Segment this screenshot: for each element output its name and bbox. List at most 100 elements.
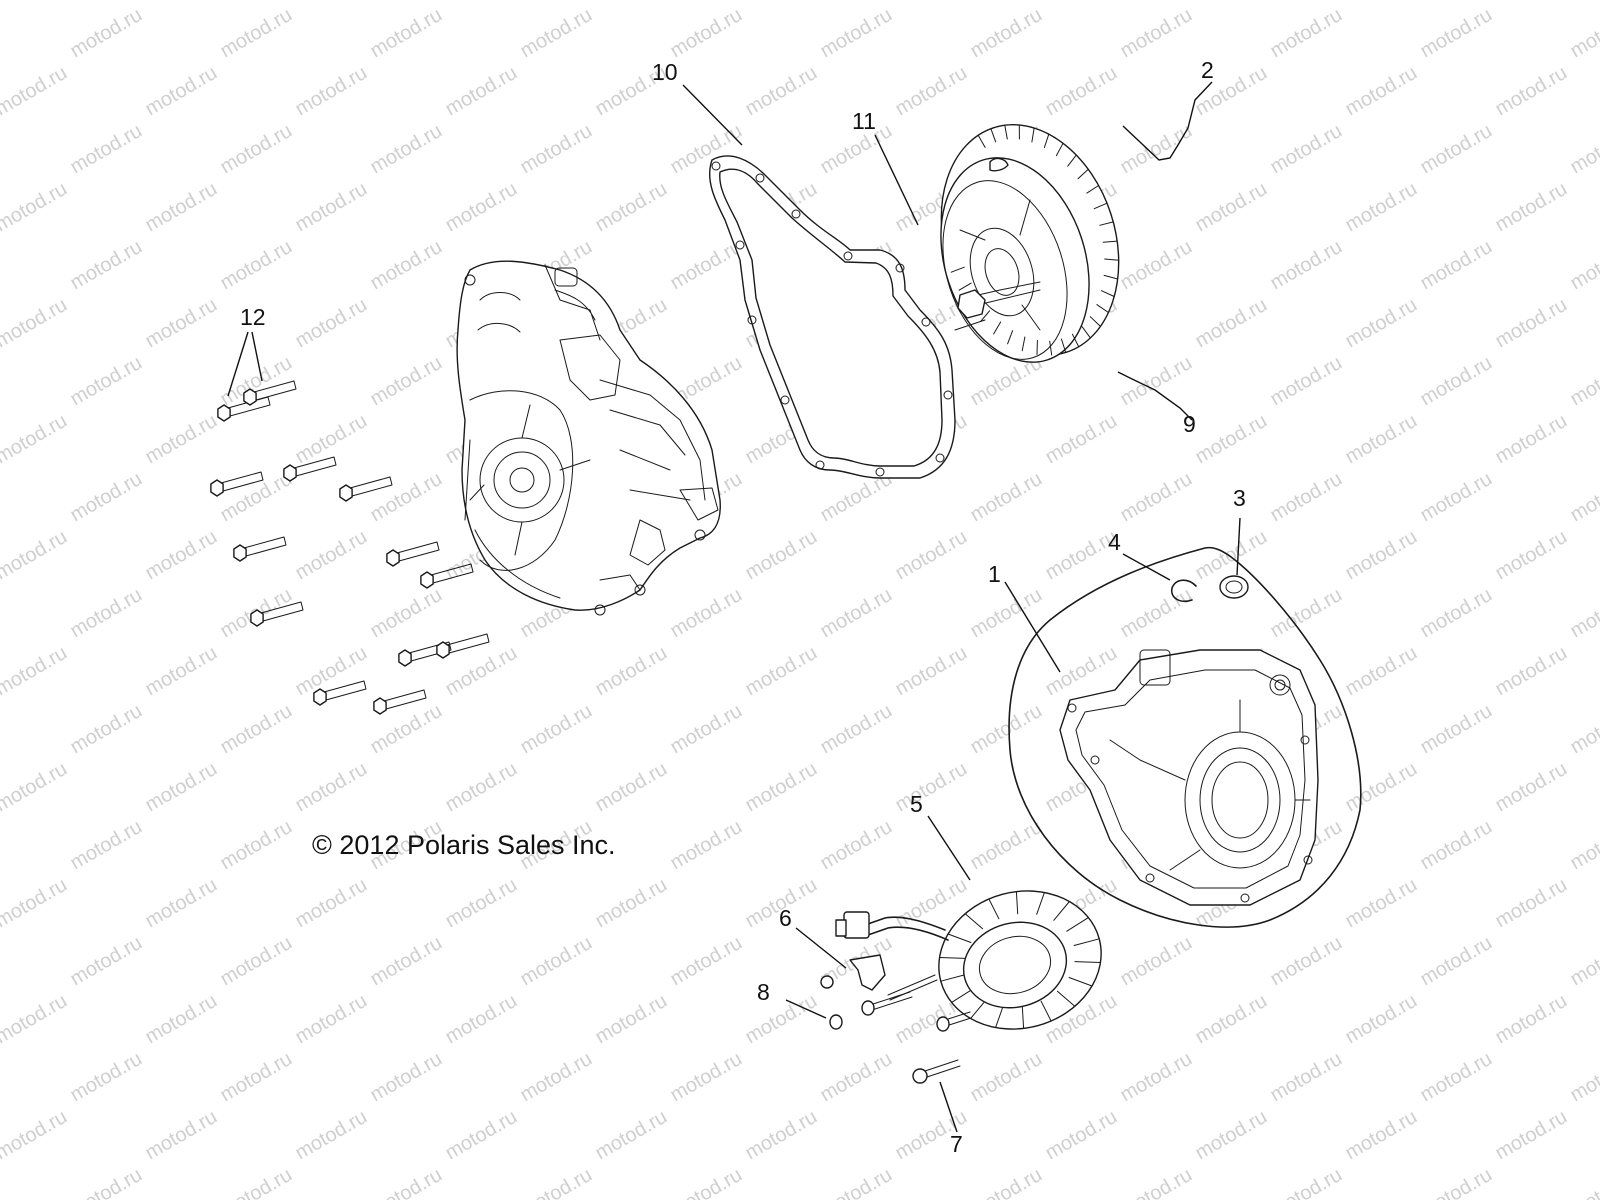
watermark-text: motod.ru [1192, 1106, 1271, 1165]
watermark-text: motod.ru [1192, 990, 1271, 1049]
watermark-text: motod.ru [292, 178, 371, 237]
stator-tooth [1040, 1000, 1052, 1022]
callout-5: 5 [910, 791, 923, 817]
bolt-head [339, 484, 353, 502]
watermark-text: motod.ru [367, 120, 446, 179]
watermark-text: motod.ru [1342, 62, 1421, 121]
watermark-text: motod.ru [1417, 584, 1496, 643]
bolt-shaft [396, 541, 440, 562]
bolt-shaft [293, 456, 337, 477]
watermark-text: motod.ru [1117, 4, 1196, 63]
watermark-text: motod.ru [1492, 62, 1571, 121]
watermark-text: motod.ru [1117, 352, 1196, 411]
watermark-text: motod.ru [892, 0, 971, 4]
watermark-text: motod.ru [0, 0, 71, 4]
callout-4: 4 [1108, 529, 1121, 555]
bolt-head [436, 641, 450, 659]
watermark-text: motod.ru [142, 990, 221, 1049]
stator-tooth [940, 974, 967, 982]
watermark-text: motod.ru [67, 584, 146, 643]
watermark-text: motod.ru [1417, 468, 1496, 527]
watermark-text: motod.ru [817, 816, 896, 875]
stator-tooth [964, 913, 984, 930]
watermark-text: motod.ru [367, 352, 446, 411]
bolt-shaft [243, 536, 287, 557]
stator-tooth [947, 933, 972, 943]
watermark-text: motod.ru [0, 990, 71, 1049]
watermark-text: motod.ru [67, 816, 146, 875]
callout-1: 1 [988, 561, 1001, 587]
stator-tooth [1021, 1005, 1025, 1029]
flywheel-slot [1071, 333, 1080, 348]
flywheel-slot [1102, 240, 1118, 243]
bolt-head [398, 649, 412, 667]
watermark-text: motod.ru [667, 1164, 746, 1200]
key-drawing [989, 157, 1009, 172]
watermark-text: motod.ru [1417, 932, 1496, 991]
watermark-text: motod.ru [1567, 932, 1600, 991]
watermark-text: motod.ru [1492, 642, 1571, 701]
bolt-head [233, 544, 247, 562]
stator-drawing [820, 890, 1102, 1084]
watermark-text: motod.ru [967, 468, 1046, 527]
watermark-text: motod.ru [142, 62, 221, 121]
flywheel-slot [1093, 202, 1108, 210]
watermark-text: motod.ru [0, 294, 71, 353]
watermark-text: motod.ru [1342, 178, 1421, 237]
watermark-text: motod.ru [142, 526, 221, 585]
flywheel-slot [958, 282, 972, 291]
watermark-text: motod.ru [1567, 468, 1600, 527]
bolt-shaft [260, 601, 304, 622]
watermark-text: motod.ru [367, 4, 446, 63]
watermark-text: motod.ru [367, 1048, 446, 1107]
callout-10: 10 [652, 59, 678, 85]
watermark-text: motod.ru [1492, 874, 1571, 933]
watermark-text: motod.ru [217, 120, 296, 179]
watermark-text: motod.ru [592, 1106, 671, 1165]
stator-tooth [951, 988, 974, 1003]
flywheel-slot [1021, 336, 1026, 352]
callout-2: 2 [1201, 57, 1214, 83]
watermark-text: motod.ru [1567, 120, 1600, 179]
watermark-text: motod.ru [592, 758, 671, 817]
watermark-text: motod.ru [142, 1106, 221, 1165]
watermark-text: motod.ru [142, 758, 221, 817]
watermark-text: motod.ru [67, 352, 146, 411]
watermark-text: motod.ru [592, 0, 671, 4]
watermark-text: motod.ru [1492, 990, 1571, 1049]
watermark-text: motod.ru [1267, 120, 1346, 179]
callout-8: 8 [757, 979, 770, 1005]
watermark-text: motod.ru [967, 1048, 1046, 1107]
flywheel-slot [1055, 142, 1064, 157]
bolt-head [210, 479, 224, 497]
watermark-text: motod.ru [142, 874, 221, 933]
watermark-text: motod.ru [217, 1048, 296, 1107]
flywheel-slot [1104, 258, 1120, 261]
bolt-head [217, 404, 231, 422]
copyright-notice: © 2012 Polaris Sales Inc. [312, 830, 616, 860]
watermark-text: motod.ru [1417, 1048, 1496, 1107]
watermark-text: motod.ru [892, 526, 971, 585]
flywheel-slot [977, 134, 986, 148]
watermark-text: motod.ru [1567, 236, 1600, 295]
callout-3: 3 [1233, 485, 1246, 511]
watermark-text: motod.ru [1342, 0, 1421, 4]
watermark-text: motod.ru [817, 4, 896, 63]
watermark-text: motod.ru [592, 874, 671, 933]
watermark-text: motod.ru [217, 932, 296, 991]
watermark-text: motod.ru [1267, 236, 1346, 295]
stator-tooth [995, 1005, 1004, 1028]
stator-tooth [988, 898, 1000, 920]
watermark-text: motod.ru [892, 642, 971, 701]
watermark-text: motod.ru [442, 874, 521, 933]
watermark-text: motod.ru [1192, 410, 1271, 469]
watermark-text: motod.ru [0, 642, 71, 701]
watermark-text: motod.ru [1342, 874, 1421, 933]
flywheel-slot [1077, 168, 1089, 180]
flywheel-slot [1103, 274, 1119, 280]
watermark-text: motod.ru [1342, 410, 1421, 469]
leader-lines [227, 81, 1241, 1133]
watermark-text: motod.ru [667, 700, 746, 759]
watermark-text: motod.ru [967, 584, 1046, 643]
stator-tooth [1074, 961, 1101, 963]
